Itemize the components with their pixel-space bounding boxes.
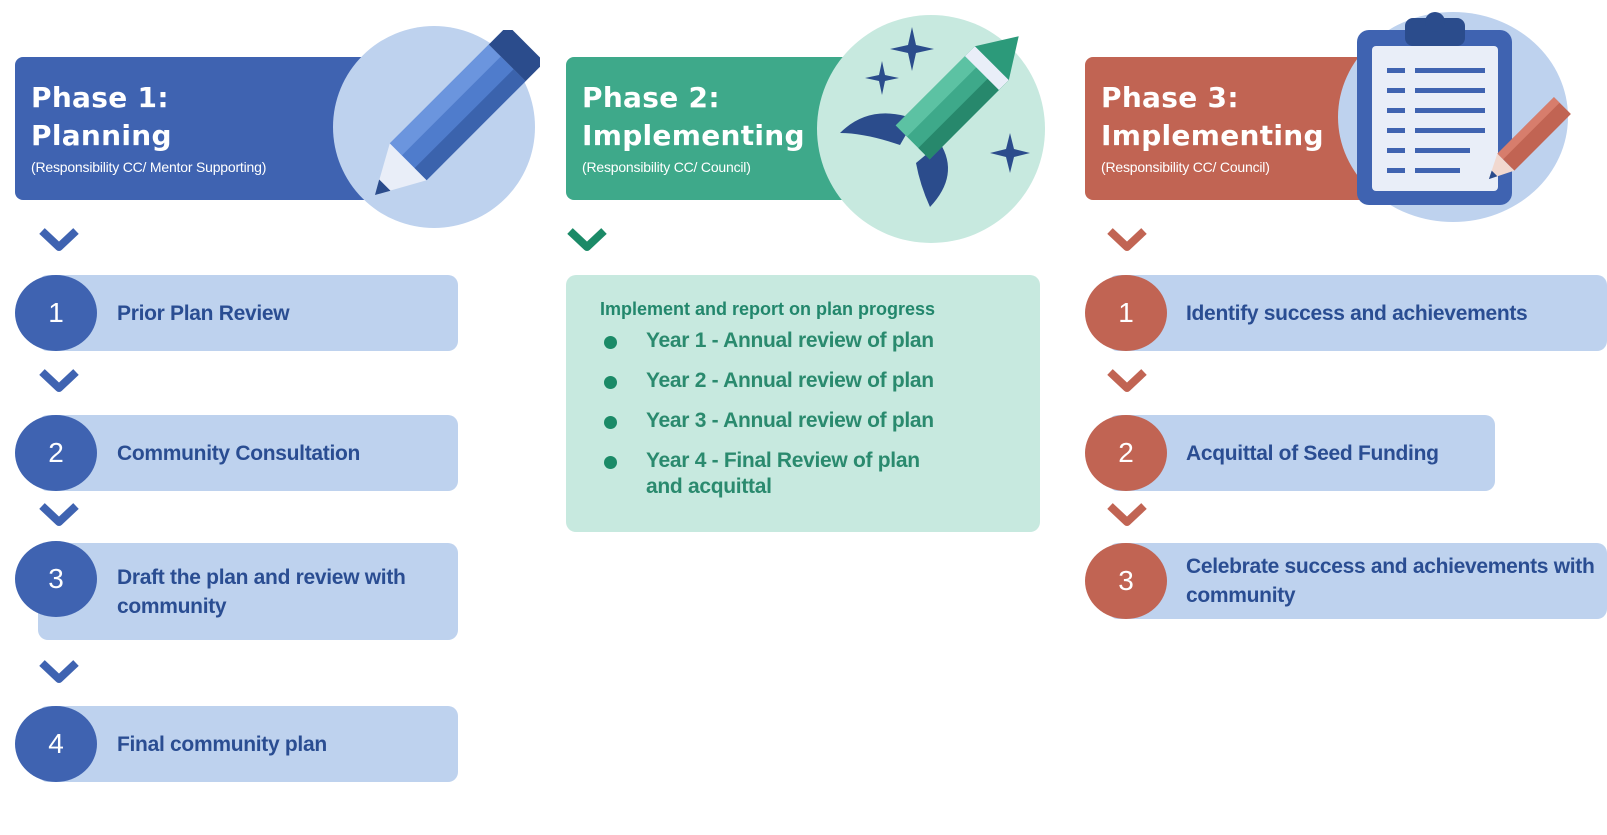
phase3-step-1: Identify success and achievements	[1108, 275, 1607, 351]
chevron-down-icon	[1107, 228, 1147, 251]
clipboard-icon	[1357, 12, 1571, 205]
phase2-panel-item: Year 4 - Final Review of plan and acquit…	[600, 448, 956, 500]
phase1-step-2-label: Community Consultation	[117, 441, 361, 465]
chevron-down-icon	[567, 228, 607, 251]
phase1-step-4: Final community plan	[38, 706, 458, 782]
phase1-title-line2: Planning	[31, 119, 172, 152]
chevron-down-icon	[1107, 369, 1147, 392]
phase2-header: Phase 2: Implementing (Responsibility CC…	[566, 57, 866, 200]
phase3-step-3-number: 3	[1085, 543, 1167, 619]
phase2-title-line1: Phase 2:	[582, 81, 720, 114]
phase1-step-2-number: 2	[15, 415, 97, 491]
phase1-step-2: Community Consultation	[38, 415, 458, 491]
phase2-progress-panel: Implement and report on plan progress Ye…	[566, 275, 1040, 532]
chevron-down-icon	[39, 228, 79, 251]
phase1-subtitle: (Responsibility CC/ Mentor Supporting)	[31, 159, 267, 175]
phase2-panel-heading: Implement and report on plan progress	[600, 299, 936, 319]
pencil-icon	[374, 30, 540, 196]
phase1-step-4-number: 4	[15, 706, 97, 782]
phase2-panel-item-text: Year 1 - Annual review of plan	[646, 329, 934, 352]
phase1-step-1-number: 1	[15, 275, 97, 351]
phase3-header: Phase 3: Implementing (Responsibility CC…	[1085, 57, 1385, 200]
phase1-title-line1: Phase 1:	[31, 81, 169, 114]
bullet-icon	[604, 336, 617, 349]
phase3-step-2: Acquittal of Seed Funding	[1108, 415, 1495, 491]
chevron-down-icon	[1107, 503, 1147, 526]
phase2-panel-item-text: Year 3 - Annual review of plan	[646, 409, 934, 432]
phase3-step-2-label: Acquittal of Seed Funding	[1186, 441, 1439, 465]
chevron-down-icon	[39, 660, 79, 683]
phase2-panel-item-text: Year 4 - Final Review of plan and acquit…	[646, 449, 920, 498]
phase2-panel-item: Year 2 - Annual review of plan	[600, 368, 1006, 394]
bullet-icon	[604, 416, 617, 429]
phase1-step-3-number: 3	[15, 541, 97, 617]
phase2-panel-item: Year 1 - Annual review of plan	[600, 328, 1006, 354]
bullet-icon	[604, 376, 617, 389]
phase3-step-3-label: Celebrate success and achievements with …	[1186, 555, 1595, 607]
chevron-down-icon	[39, 369, 79, 392]
phase2-panel-item-text: Year 2 - Annual review of plan	[646, 369, 934, 392]
phase3-subtitle: (Responsibility CC/ Council)	[1101, 159, 1270, 175]
chevron-down-icon	[39, 503, 79, 526]
bullet-icon	[604, 456, 617, 469]
phase2-panel-item: Year 3 - Annual review of plan	[600, 408, 1006, 434]
phase3-title-line2: Implementing	[1101, 119, 1324, 152]
phase3-title-line1: Phase 3:	[1101, 81, 1239, 114]
phase2-title-line2: Implementing	[582, 119, 805, 152]
phase2-subtitle: (Responsibility CC/ Council)	[582, 159, 751, 175]
phase1-step-4-label: Final community plan	[117, 732, 327, 756]
phase1-header: Phase 1: Planning (Responsibility CC/ Me…	[15, 57, 380, 200]
phase1-step-3: Draft the plan and review with community	[38, 543, 458, 640]
phase3-step-2-number: 2	[1085, 415, 1167, 491]
phase1-step-1-label: Prior Plan Review	[117, 301, 290, 325]
phase1-step-3-label: Draft the plan and review with community	[117, 565, 406, 618]
phase1-step-1: Prior Plan Review	[38, 275, 458, 351]
phase3-step-1-number: 1	[1085, 275, 1167, 351]
phase3-step-3: Celebrate success and achievements with …	[1108, 543, 1607, 619]
rocket-icon	[840, 27, 1030, 207]
phase3-step-1-label: Identify success and achievements	[1186, 301, 1528, 325]
